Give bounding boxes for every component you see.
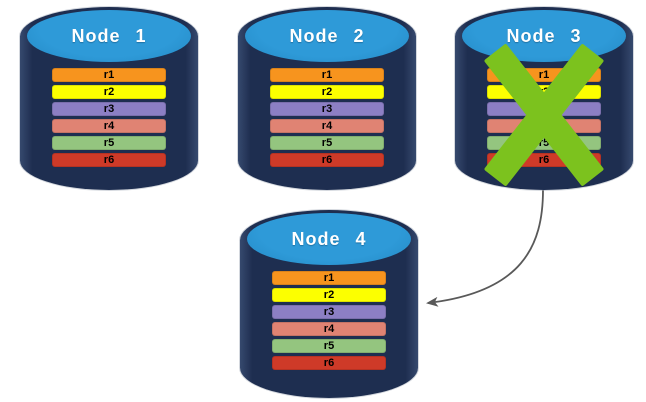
replica-row-r2: r2 — [487, 85, 601, 99]
cylinder-top-ellipse: Node 4 — [247, 213, 411, 265]
node-title: Node 4 — [291, 229, 367, 249]
db-node-1: Node 1 r1 r2 r3 r4 r5 r6 — [20, 7, 198, 190]
replica-row-r2: r2 — [270, 85, 384, 99]
replica-row-label: r3 — [538, 102, 550, 115]
replica-row-label: r5 — [321, 136, 333, 149]
replica-row-label: r1 — [103, 68, 115, 81]
replica-row-r4: r4 — [270, 119, 384, 133]
replica-row-label: r4 — [103, 119, 115, 132]
replica-row-r5: r5 — [270, 136, 384, 150]
replica-row-r1: r1 — [487, 68, 601, 82]
replica-row-label: r2 — [103, 85, 115, 98]
replica-row-label: r3 — [323, 305, 335, 318]
db-node-3: Node 3 r1 r2 r3 r4 r5 r6 — [455, 7, 633, 190]
cylinder-top-ellipse: Node 2 — [245, 10, 409, 62]
replica-row-label: r2 — [538, 85, 550, 98]
replica-rows: r1 r2 r3 r4 r5 r6 — [272, 271, 386, 370]
replica-row-label: r5 — [323, 339, 335, 352]
replica-rows: r1 r2 r3 r4 r5 r6 — [270, 68, 384, 167]
replica-row-label: r4 — [538, 119, 550, 132]
node-title: Node 3 — [506, 26, 582, 46]
replica-row-label: r6 — [538, 153, 550, 166]
replica-row-r2: r2 — [52, 85, 166, 99]
replica-row-label: r6 — [321, 153, 333, 166]
replica-row-label: r1 — [323, 271, 335, 284]
replica-row-label: r3 — [321, 102, 333, 115]
replica-row-r5: r5 — [52, 136, 166, 150]
replica-row-r6: r6 — [272, 356, 386, 370]
replica-row-label: r2 — [323, 288, 335, 301]
db-node-4: Node 4 r1 r2 r3 r4 r5 r6 — [240, 210, 418, 398]
replica-row-label: r2 — [321, 85, 333, 98]
node-title: Node 2 — [289, 26, 365, 46]
replica-row-label: r3 — [103, 102, 115, 115]
replica-row-r3: r3 — [487, 102, 601, 116]
replica-row-label: r1 — [321, 68, 333, 81]
replica-row-r3: r3 — [52, 102, 166, 116]
replica-row-r2: r2 — [272, 288, 386, 302]
replica-row-label: r1 — [538, 68, 550, 81]
replica-row-r6: r6 — [270, 153, 384, 167]
db-node-2: Node 2 r1 r2 r3 r4 r5 r6 — [238, 7, 416, 190]
replica-row-label: r4 — [321, 119, 333, 132]
replica-row-r3: r3 — [272, 305, 386, 319]
replica-row-label: r4 — [323, 322, 335, 335]
cylinder-top-ellipse: Node 1 — [27, 10, 191, 62]
replica-row-r4: r4 — [487, 119, 601, 133]
replica-rows: r1 r2 r3 r4 r5 r6 — [52, 68, 166, 167]
replica-row-r4: r4 — [52, 119, 166, 133]
replica-row-label: r6 — [103, 153, 115, 166]
replica-row-r6: r6 — [52, 153, 166, 167]
replica-row-r1: r1 — [270, 68, 384, 82]
replica-row-r1: r1 — [272, 271, 386, 285]
replica-row-label: r5 — [103, 136, 115, 149]
replica-row-r4: r4 — [272, 322, 386, 336]
failover-arrow-path — [426, 189, 544, 307]
replica-row-label: r6 — [323, 356, 335, 369]
replica-row-label: r5 — [538, 136, 550, 149]
replica-row-r6: r6 — [487, 153, 601, 167]
replica-rows: r1 r2 r3 r4 r5 r6 — [487, 68, 601, 167]
cylinder-top-ellipse: Node 3 — [462, 10, 626, 62]
replica-row-r3: r3 — [270, 102, 384, 116]
replica-row-r1: r1 — [52, 68, 166, 82]
node-title: Node 1 — [71, 26, 147, 46]
replica-row-r5: r5 — [272, 339, 386, 353]
replica-row-r5: r5 — [487, 136, 601, 150]
